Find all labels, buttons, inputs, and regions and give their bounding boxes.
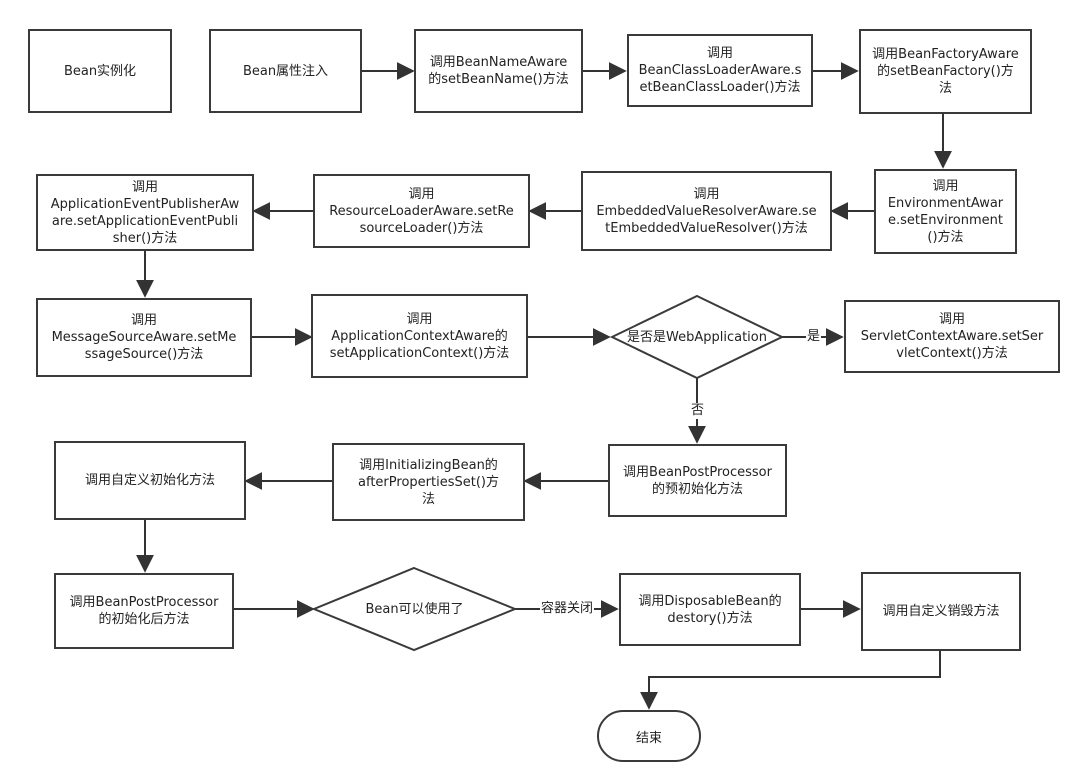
node-bean-name-aware: 调用BeanNameAware 的setBeanName()方法 xyxy=(414,29,583,113)
decision-webapp-shape xyxy=(609,294,785,380)
edge-label-no: 否 xyxy=(690,403,706,419)
node-resource-loader-aware: 调用 ResourceLoaderAware.setRe sourceLoade… xyxy=(313,174,530,248)
node-end: 结束 xyxy=(597,710,701,762)
node-message-source-aware: 调用 MessageSourceAware.setMe ssageSource(… xyxy=(36,298,252,377)
node-custom-init-method: 调用自定义初始化方法 xyxy=(54,441,246,520)
edge-label-yes: 是 xyxy=(806,329,822,345)
node-servlet-context-aware: 调用 ServletContextAware.setSer vletContex… xyxy=(844,300,1060,373)
node-custom-destroy-method: 调用自定义销毁方法 xyxy=(861,572,1021,651)
node-embedded-value-resolver-aware: 调用 EmbeddedValueResolverAware.se tEmbedd… xyxy=(581,171,832,251)
node-application-event-publisher-aware: 调用 ApplicationEventPublisherAw are.setAp… xyxy=(36,174,254,251)
edge-n20-n21 xyxy=(640,651,941,710)
node-bean-instantiate: Bean实例化 xyxy=(28,29,172,113)
decision-is-web-application: 是否是WebApplication xyxy=(627,329,767,345)
node-environment-aware: 调用 EnvironmentAwar e.setEnvironment ()方法 xyxy=(874,169,1017,254)
node-bean-classloader-aware: 调用 BeanClassLoaderAware.s etBeanClassLoa… xyxy=(627,34,813,107)
node-bean-property-inject: Bean属性注入 xyxy=(209,29,362,113)
node-bpp-before-init: 调用BeanPostProcessor 的预初始化方法 xyxy=(608,444,787,517)
decision-bean-ready: Bean可以使用了 xyxy=(365,601,464,617)
node-initializing-bean: 调用InitializingBean的 afterPropertiesSet()… xyxy=(332,443,525,521)
edge-label-container-close: 容器关闭 xyxy=(540,601,595,617)
node-disposable-bean: 调用DisposableBean的 destory()方法 xyxy=(619,573,801,646)
decision-bean-ready-shape xyxy=(311,566,518,652)
node-bpp-after-init: 调用BeanPostProcessor 的初始化后方法 xyxy=(54,573,234,649)
node-application-context-aware: 调用 ApplicationContextAware的 setApplicati… xyxy=(311,294,528,378)
node-bean-factory-aware: 调用BeanFactoryAware 的setBeanFactory()方 法 xyxy=(859,29,1032,114)
